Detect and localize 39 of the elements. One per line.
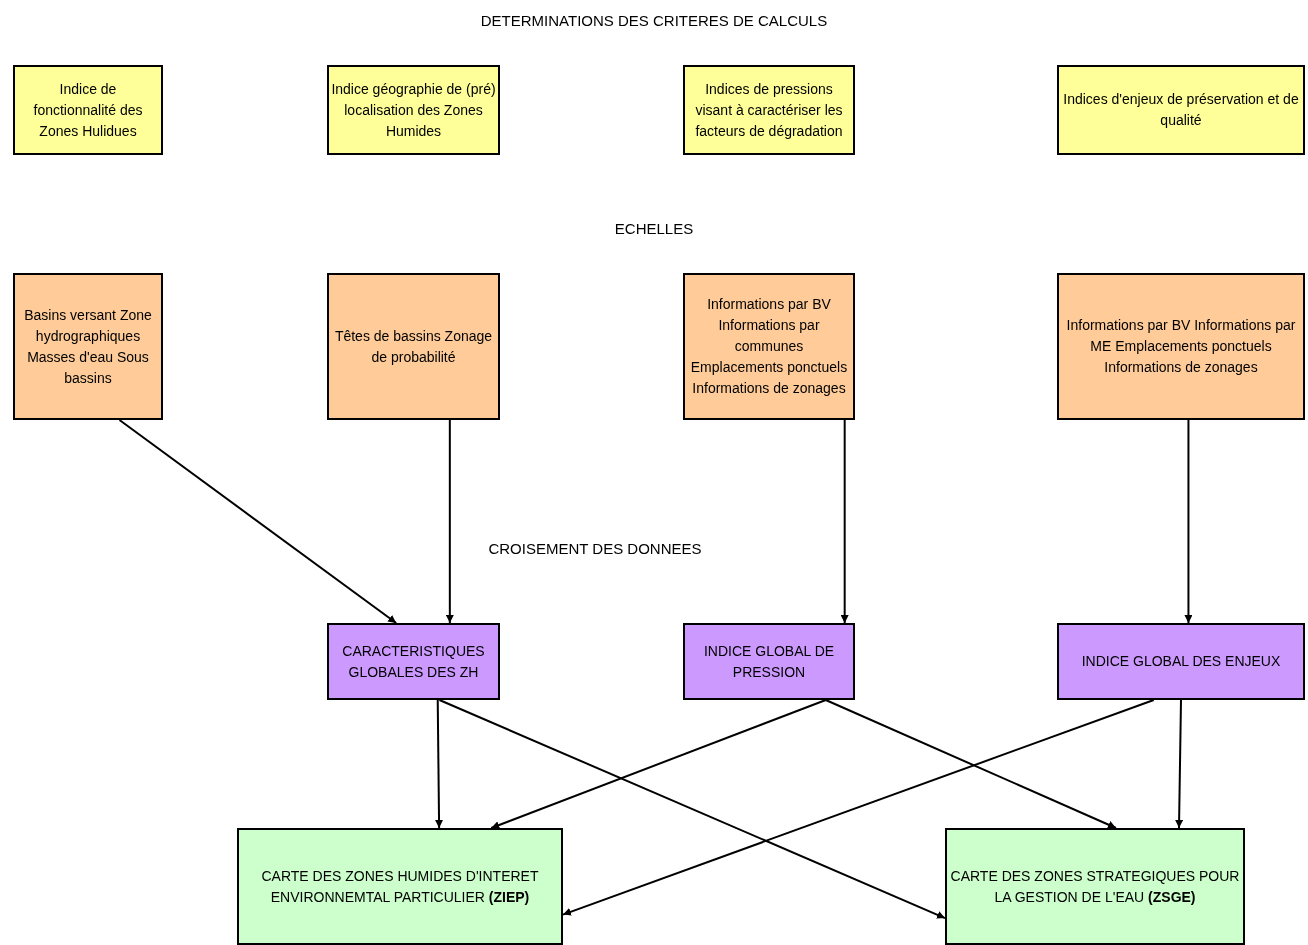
process-box (1057, 273, 1305, 420)
process-box (237, 828, 563, 945)
process-box (1057, 65, 1305, 155)
arrow (445, 419, 454, 624)
arrow (840, 419, 849, 624)
arrow (824, 699, 1117, 829)
box-text: CARTE DES ZONES STRATEGIQUES POUR LA GESTION DE L'EAU (ZSGE) (949, 866, 1241, 907)
process-box (327, 623, 500, 700)
arrow (562, 699, 1155, 916)
section-heading: DETERMINATIONS DES CRITERES DE CALCULS (480, 11, 828, 29)
box-text: Têtes de bassins Zonage de probabilité (333, 326, 494, 367)
process-box (683, 623, 855, 700)
box-text: INDICE GLOBAL DES ENJEUX (1081, 652, 1281, 671)
box-text: Informations par BV Informations par communes Emplacements ponctuels Informations de zonages (689, 295, 849, 398)
arrow (435, 699, 444, 829)
arrow (490, 699, 827, 829)
box-text: Informations par BV Informations par ME Emplacements ponctuels Informations de zonages (1065, 316, 1297, 377)
box-text: Indices de pressions visant à caractériser les facteurs de dégradation (694, 79, 844, 141)
process-box (13, 65, 163, 155)
box-text: Indices d'enjeux de préservation et de qualité (1062, 90, 1300, 130)
process-box (13, 273, 163, 420)
process-box (327, 273, 500, 420)
arrow (118, 419, 398, 624)
box-text: Indice de fonctionnalité des Zones Hulidues (32, 79, 144, 141)
process-box (683, 273, 855, 420)
process-box (327, 65, 500, 155)
arrow (1175, 699, 1184, 829)
box-text: INDICE GLOBAL DE PRESSION (702, 641, 836, 682)
box-text: Indice géographie de (pré) localisation des Zones Humides (331, 79, 496, 141)
box-text: CARACTERISTIQUES GLOBALES DES ZH (341, 641, 486, 682)
process-box (945, 828, 1245, 945)
process-box (1057, 623, 1305, 700)
process-box (683, 65, 855, 155)
arrow (438, 699, 946, 920)
arrow (1184, 419, 1193, 624)
section-heading: CROISEMENT DES DONNEES (488, 539, 702, 557)
section-heading: ECHELLES (614, 219, 694, 237)
box-text: Basins versant Zone hydrographiques Masses d'eau Sous bassins (23, 305, 153, 388)
box-text: CARTE DES ZONES HUMIDES D'INTERET ENVIRONNEMTAL PARTICULIER (ZIEP) (260, 866, 540, 907)
